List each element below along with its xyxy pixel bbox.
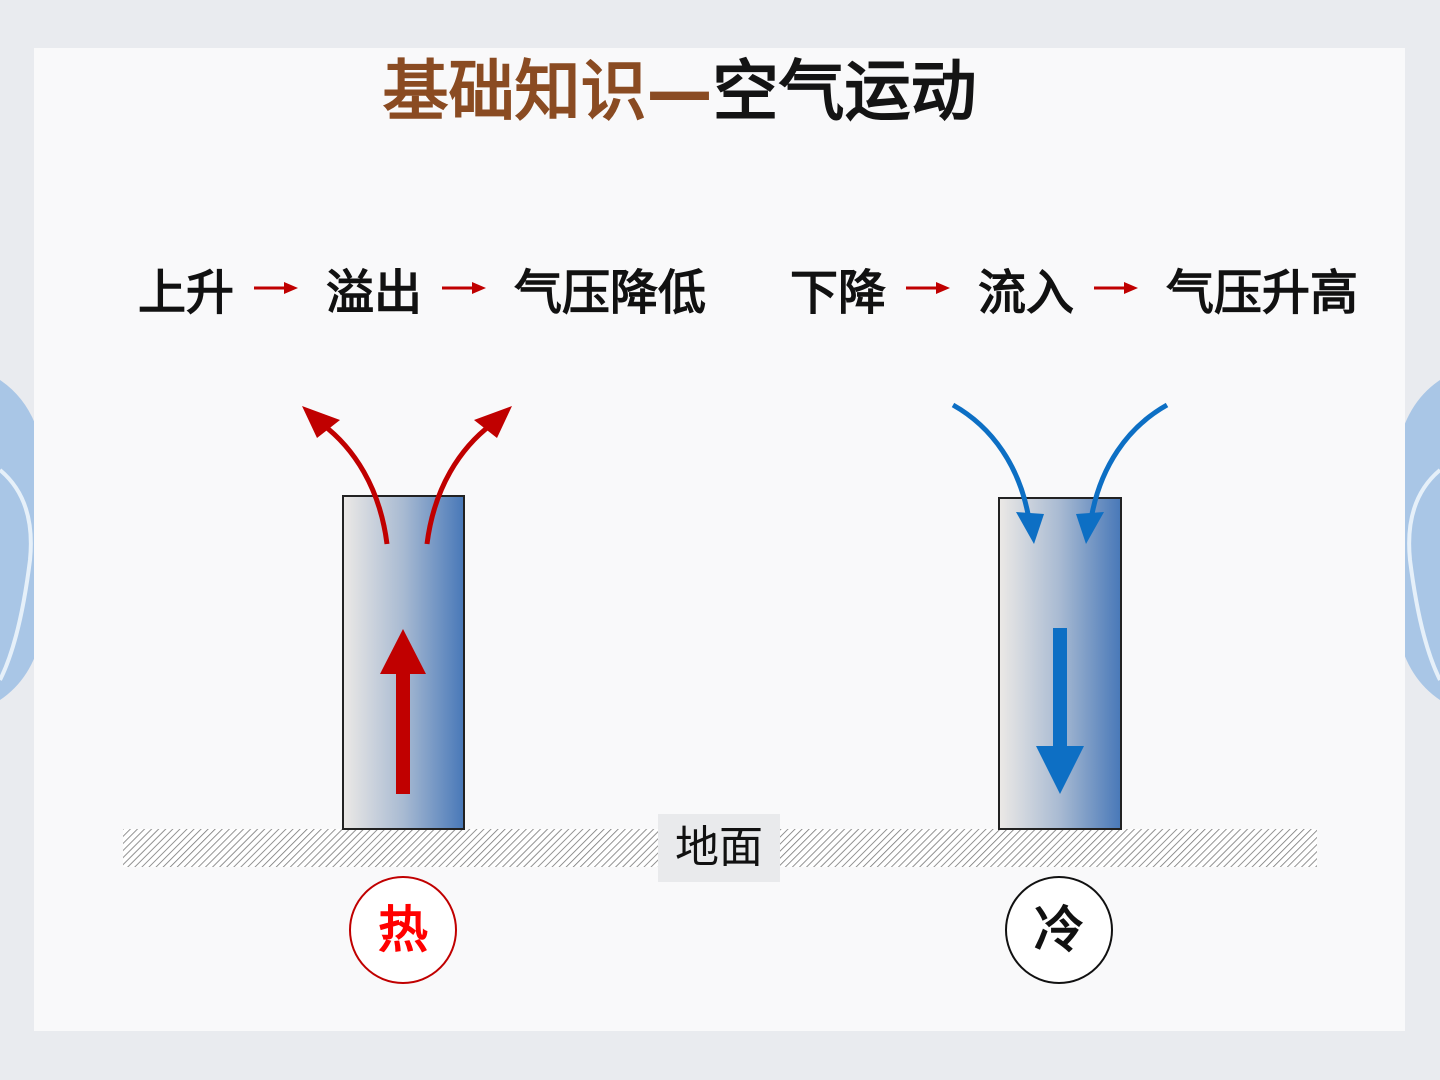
inflow-right-arrowhead: [1076, 512, 1104, 544]
inflow-left-arrowhead: [1016, 512, 1044, 544]
cold-step-pressure-rise: 气压升高: [1166, 265, 1359, 321]
inflow-left-arrow: [951, 402, 1031, 515]
right-side-decoration: [1393, 380, 1440, 700]
outflow-right-arrowhead: [474, 406, 512, 438]
title-part-air-movement: 空气运动: [712, 53, 977, 130]
right-arrow-icon: [442, 278, 487, 298]
up-arrow-icon: [380, 629, 426, 794]
warm-step-rise: 上升: [138, 265, 235, 321]
cold-air-chain: 下降 流入 气压升高: [790, 258, 1358, 321]
air-movement-diagram: [123, 402, 1317, 867]
right-arrow-icon: [254, 278, 299, 298]
cold-step-sink: 下降: [790, 265, 887, 321]
title-part-basics: 基础知识—: [382, 53, 713, 130]
right-arrow-icon: [906, 278, 951, 298]
cold-badge: 冷: [1005, 876, 1113, 984]
inflow-right-arrow: [1089, 402, 1169, 515]
outflow-left-arrow: [320, 422, 390, 545]
warm-air-chain: 上升 溢出 气压降低: [138, 258, 706, 321]
right-arrow-icon: [1094, 278, 1139, 298]
outflow-right-arrow: [424, 422, 494, 545]
page-title: 基础知识—空气运动: [0, 52, 1365, 132]
outflow-left-arrowhead: [302, 406, 340, 438]
cold-step-inflow: 流入: [978, 265, 1075, 321]
ground-label: 地面: [658, 814, 780, 882]
down-arrow-icon: [1036, 628, 1084, 794]
slide: 基础知识—空气运动 上升 溢出 气压降低 下降 流入 气压升高: [34, 48, 1405, 1031]
warm-step-overflow: 溢出: [326, 265, 423, 321]
warm-step-pressure-drop: 气压降低: [514, 265, 707, 321]
hot-badge: 热: [349, 876, 457, 984]
